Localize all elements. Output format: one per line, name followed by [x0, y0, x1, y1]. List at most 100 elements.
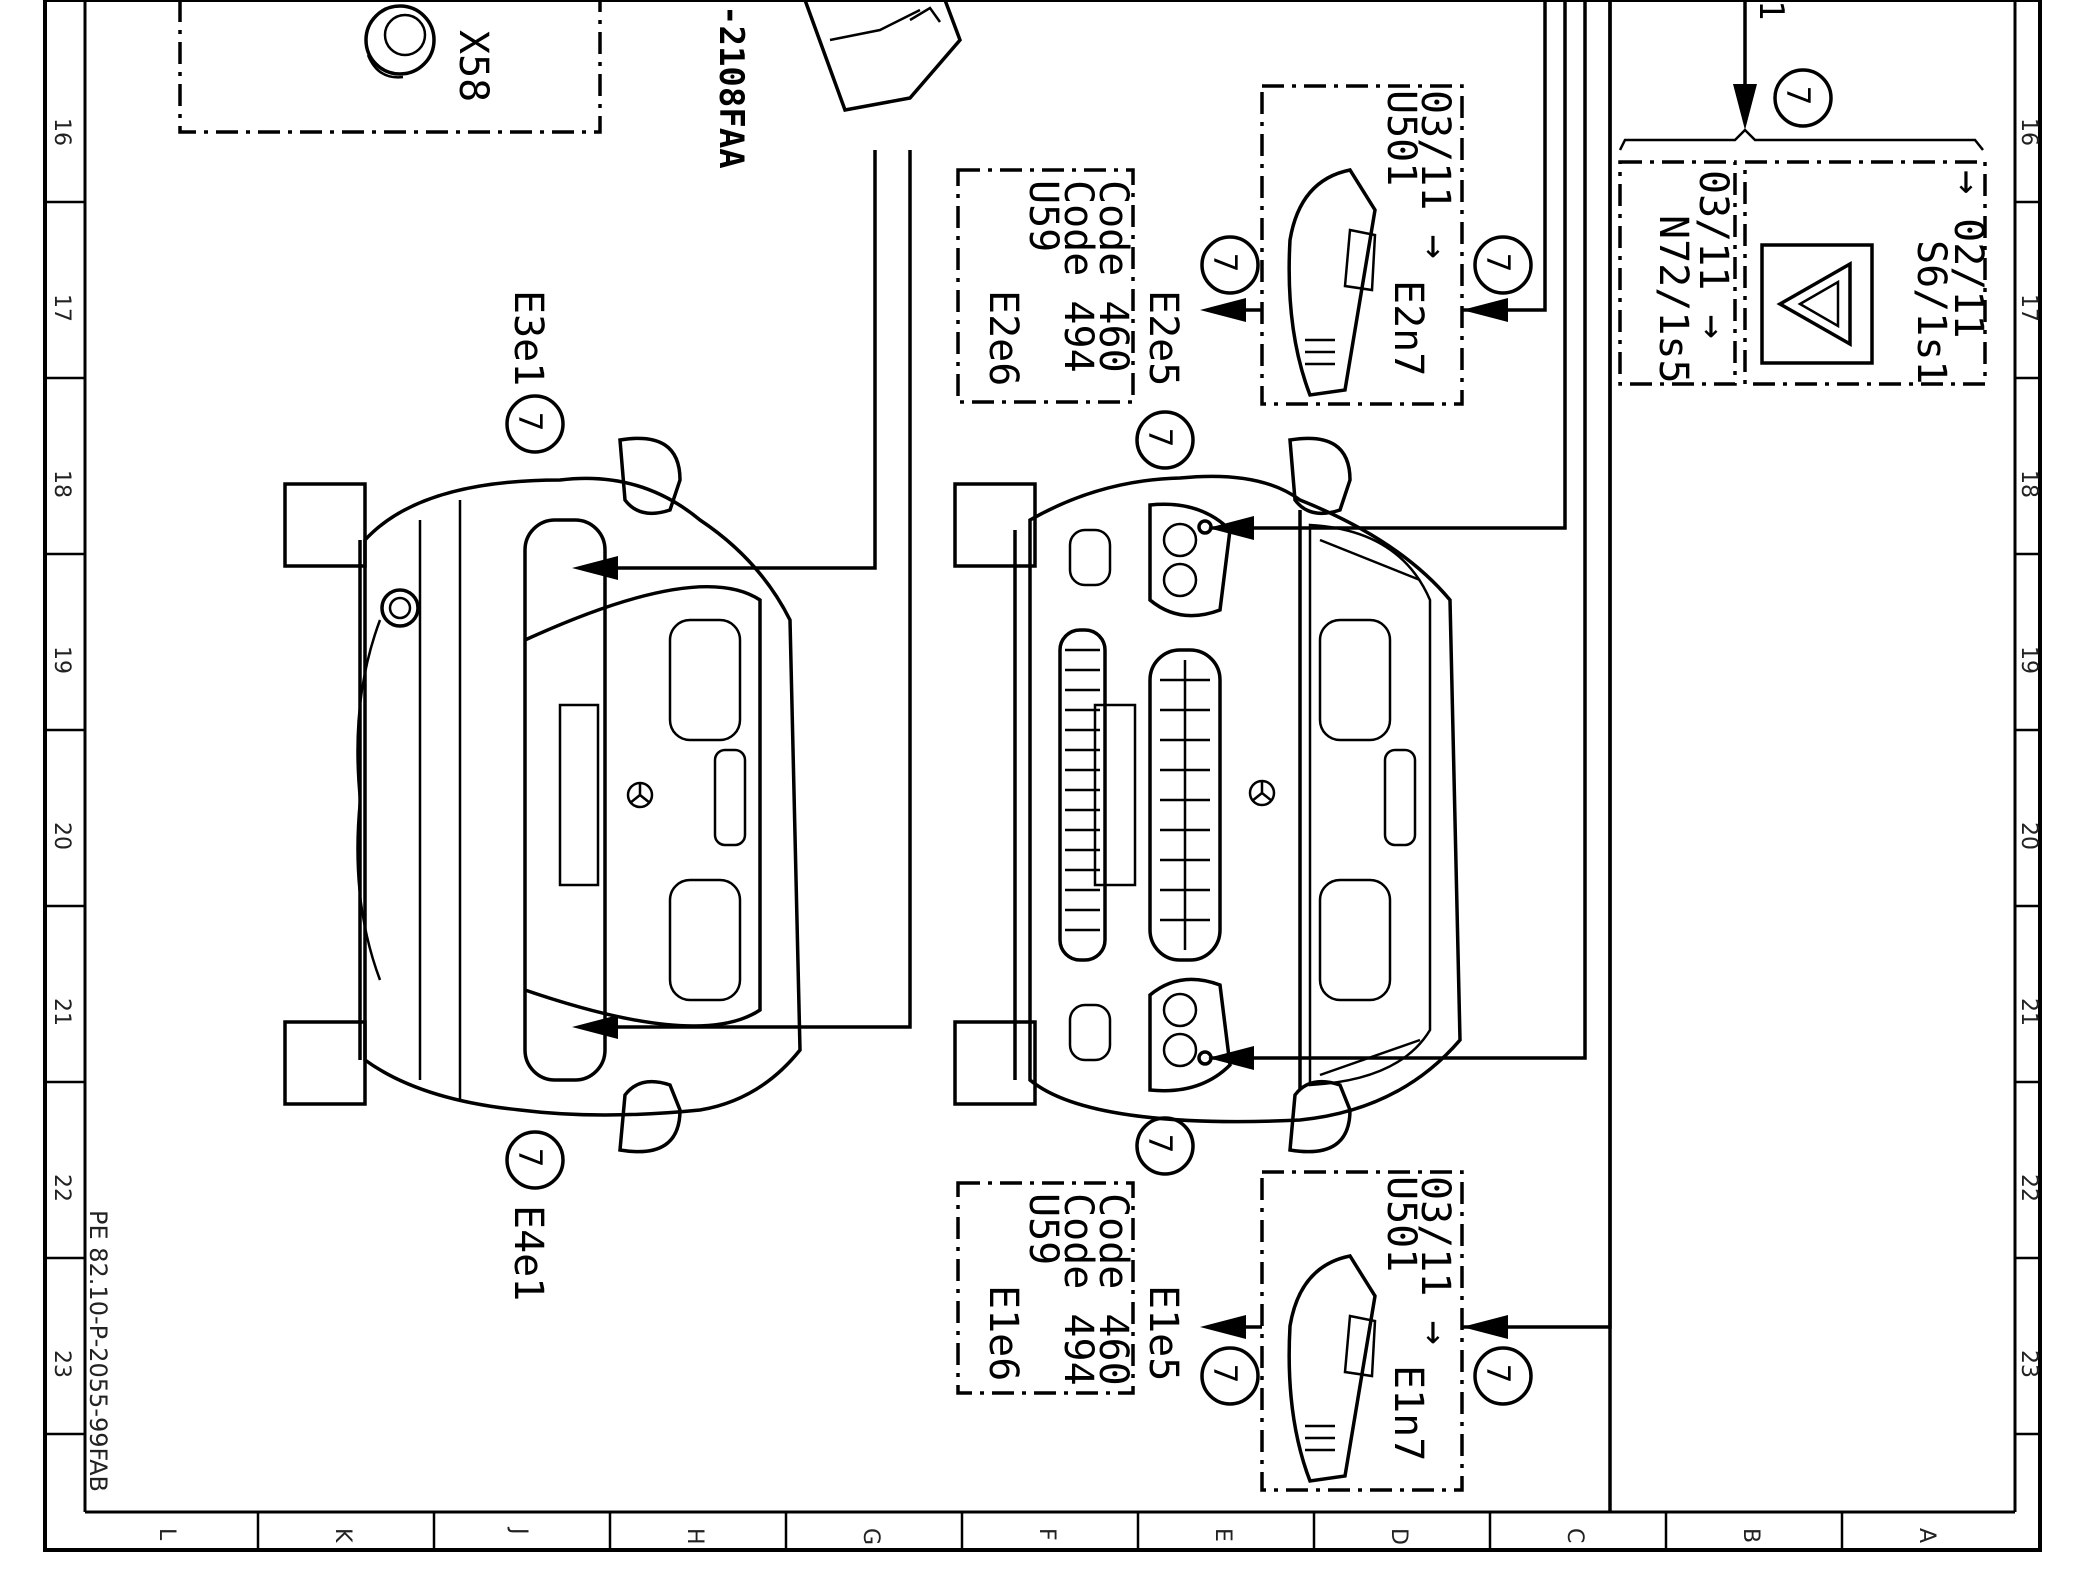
row-label: 16 — [2016, 118, 2041, 146]
x58-label: X58 — [450, 30, 496, 102]
s6-date: → 02/11 — [1945, 170, 1991, 339]
row-label: 18 — [49, 470, 74, 498]
lower-code-line3: U59 — [1020, 1193, 1066, 1265]
row-label: 23 — [49, 1350, 74, 1378]
row-label: 23 — [2016, 1350, 2041, 1378]
ref-number: 7 — [511, 1148, 549, 1167]
upper-code-line1: Code 460 — [1090, 180, 1136, 373]
outer-frame — [43, 0, 2042, 1552]
ref-circle-e4e1: 7 — [505, 1130, 565, 1190]
upper-code-line2: Code 494 — [1055, 180, 1101, 373]
lower-lamp-out-arrow — [1200, 1315, 1246, 1339]
front-vehicle-drawing — [953, 436, 1462, 1154]
upper-lamp-unit-icon — [1287, 168, 1377, 397]
e4e1-label: E4e1 — [505, 1205, 551, 1301]
upper-lamp-date: 03/11 → — [1412, 90, 1458, 259]
row-label: 21 — [49, 998, 74, 1026]
col-label: G — [858, 1528, 883, 1545]
lower-code-line1: Code 460 — [1090, 1193, 1136, 1386]
lower-lamp-wire — [1462, 0, 1612, 1329]
part-number-label: -2108FAA — [711, 5, 751, 169]
col-label: K — [330, 1528, 355, 1543]
ref-circle-switch: 7 — [1773, 68, 1833, 128]
lower-code-line2: Code 494 — [1055, 1193, 1101, 1386]
s6-box — [1743, 160, 1987, 386]
col-label: A — [1914, 1528, 1939, 1543]
ref-circle-upper-lamp-out: 7 — [1200, 235, 1260, 295]
upper-code-line4: E2e6 — [980, 290, 1026, 386]
plug-connector-icon — [803, 0, 963, 112]
ref-circle-e3e1: 7 — [505, 394, 565, 454]
ref-circle-lower-lamp-out: 7 — [1200, 1346, 1260, 1406]
n72-box — [1618, 160, 1737, 386]
front-headlight-upper — [1148, 502, 1232, 618]
upper-lamp-code: U501 — [1378, 90, 1424, 186]
lower-lamp-date: 03/11 → — [1412, 1176, 1458, 1345]
lower-lamp-arrow — [1462, 1315, 1508, 1339]
col-label: E — [1210, 1528, 1235, 1542]
lower-lamp-code: U501 — [1378, 1176, 1424, 1272]
n72-date: 03/11 → — [1690, 170, 1736, 339]
left-ruler-ticks — [45, 200, 85, 1436]
ref-number: 7 — [1479, 1364, 1517, 1383]
ref-circle-lower-lamp-in: 7 — [1473, 1346, 1533, 1406]
row-label: 22 — [2016, 1174, 2041, 1202]
row-label: 18 — [2016, 470, 2041, 498]
lower-code-box — [956, 1181, 1135, 1395]
ref-number: 7 — [1141, 1134, 1179, 1153]
right-ruler-ticks — [2015, 200, 2040, 1436]
ref-number: 7 — [511, 412, 549, 431]
row-label: 16 — [49, 118, 74, 146]
hazard-switch-icon — [1760, 243, 1874, 365]
col-label: L — [154, 1528, 179, 1541]
n72s5-label: N72/1s5 — [1650, 215, 1696, 384]
col-label: H — [682, 1528, 707, 1545]
e3e1-label: E3e1 — [505, 290, 551, 386]
switch-bracket — [1618, 128, 1984, 151]
x58-connector-icon — [364, 4, 436, 79]
row-label: 19 — [2016, 646, 2041, 674]
ref-circle-e2e5: 7 — [1135, 410, 1195, 470]
headlight-wires — [1208, 0, 1587, 1070]
col-label: B — [1738, 1528, 1763, 1543]
col-label: D — [1386, 1528, 1411, 1545]
bottom-ruler-ticks — [256, 1512, 1844, 1550]
row-label: 19 — [49, 646, 74, 674]
upper-code-line3: U59 — [1020, 180, 1066, 252]
col-label: F — [1034, 1528, 1059, 1541]
e2e5-label: E2e5 — [1140, 290, 1186, 386]
upper-lamp-arrow — [1462, 298, 1508, 322]
col-label: C — [1562, 1528, 1587, 1543]
ref-number: 7 — [1206, 1364, 1244, 1383]
ref-number: 7 — [1479, 253, 1517, 272]
rear-vehicle-drawing — [283, 436, 802, 1154]
ref-circle-upper-lamp-in: 7 — [1473, 235, 1533, 295]
ref-number: 7 — [1141, 428, 1179, 447]
wire-1-label: 1 — [1751, 0, 1791, 20]
e2n7-label: E2n7 — [1385, 280, 1431, 376]
e1e5-label: E1e5 — [1140, 1285, 1186, 1381]
lower-lamp-box — [1260, 1170, 1464, 1492]
upper-code-box — [956, 168, 1135, 404]
left-row-labels: 16 17 18 19 20 21 22 23 — [49, 118, 74, 1378]
document-id: PE 82.10-P-2055-99FAB — [84, 1210, 112, 1492]
row-label: 21 — [2016, 998, 2041, 1026]
e1n7-label: E1n7 — [1385, 1365, 1431, 1461]
row-label: 17 — [49, 294, 74, 322]
row-label: 20 — [2016, 822, 2041, 850]
right-row-labels: 16 17 18 19 20 21 22 23 — [2016, 118, 2041, 1378]
x58-box — [178, 0, 602, 134]
row-label: 20 — [49, 822, 74, 850]
ref-circle-e1e5-car: 7 — [1135, 1116, 1195, 1176]
ref-number: 7 — [1779, 86, 1817, 105]
s6s1-label: S6/1s1 — [1908, 240, 1954, 385]
row-label: 22 — [49, 1174, 74, 1202]
upper-lamp-out-arrow — [1200, 298, 1246, 322]
upper-lamp-box — [1260, 84, 1464, 406]
lower-lamp-unit-icon — [1287, 1254, 1377, 1483]
wire-1-arrow — [1733, 84, 1757, 130]
col-label: J — [506, 1526, 531, 1535]
column-labels: L K J H G F E D C B A — [154, 1526, 1939, 1545]
front-headlight-lower — [1148, 977, 1232, 1093]
